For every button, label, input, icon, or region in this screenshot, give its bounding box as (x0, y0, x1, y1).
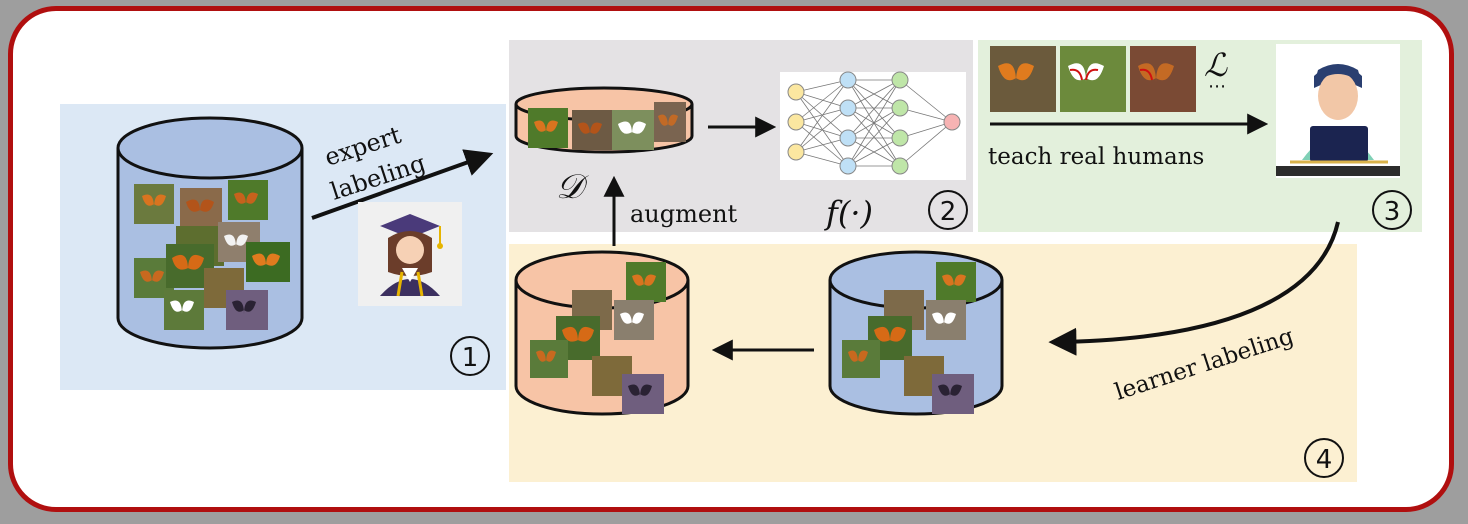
label-loss-dots: ⋯ (1208, 76, 1226, 97)
augmented-cylinder (514, 250, 690, 416)
svg-text:2: 2 (940, 197, 957, 227)
butterfly-photo-icon (134, 180, 290, 330)
svg-text:4: 4 (1316, 445, 1333, 475)
step-4-badge: 4 (1304, 438, 1344, 478)
svg-text:3: 3 (1384, 197, 1401, 227)
label-teach: teach real humans (988, 144, 1204, 170)
graduate-icon (358, 202, 462, 306)
label-augment: augment (630, 200, 738, 228)
learner-labeling-arrow (1048, 221, 1340, 356)
label-loss-symbol: ℒ (1204, 46, 1228, 84)
learner-labeled-cylinder (828, 250, 1004, 416)
dataset-cylinder (514, 86, 694, 154)
expert-labeling-arrow (311, 149, 494, 220)
step-3-badge: 3 (1372, 190, 1412, 230)
svg-text:1: 1 (462, 343, 479, 373)
label-model-symbol: f(·) (824, 194, 873, 232)
step-2-badge: 2 (928, 190, 968, 230)
step-1-badge: 1 (450, 336, 490, 376)
learner-at-laptop-icon (1276, 44, 1400, 178)
neural-network-icon (780, 71, 966, 180)
teaching-images (990, 46, 1196, 112)
